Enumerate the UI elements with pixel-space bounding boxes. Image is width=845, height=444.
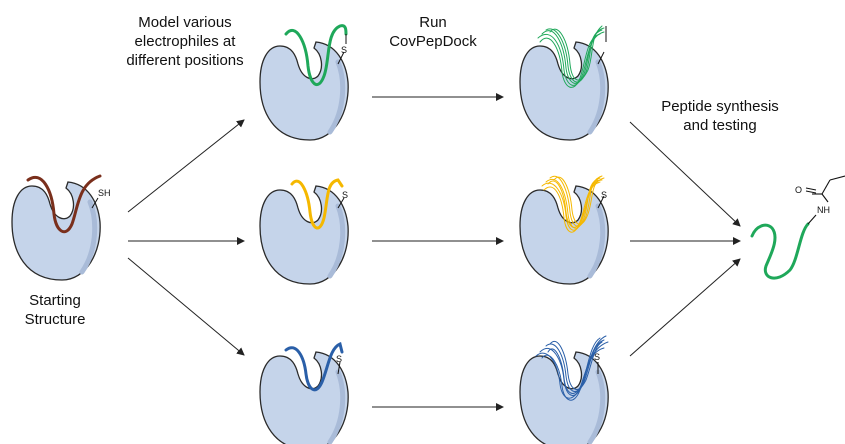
protein-starting: SH xyxy=(11,174,111,281)
thiol-label: SH xyxy=(98,188,111,198)
final-peptide: O NH xyxy=(750,175,845,280)
protein-shading xyxy=(327,369,346,444)
sulfur-label: S xyxy=(336,354,342,364)
green-peptide xyxy=(284,24,348,87)
sulfur-bond-protein xyxy=(337,51,345,65)
warhead-structure xyxy=(807,175,845,225)
sulfur-bond-protein xyxy=(337,361,341,375)
sulfur-label: S xyxy=(341,45,347,55)
blue-ensemble xyxy=(535,335,609,401)
blue-peptide xyxy=(284,341,344,392)
protein-shading xyxy=(587,369,606,444)
amide-label: NH xyxy=(817,205,830,215)
green-ensemble xyxy=(537,25,605,88)
protein-shading xyxy=(587,203,606,279)
protein-shading xyxy=(327,59,346,135)
arrow-start-to-top xyxy=(127,119,245,213)
arrow-dock-bottom-to-synthesis xyxy=(629,258,741,357)
arrows xyxy=(127,93,741,411)
protein-model-green: S xyxy=(259,24,349,141)
sulfur-bond-protein xyxy=(597,195,605,209)
starting-peptide xyxy=(26,174,102,234)
protein-shading xyxy=(587,59,606,135)
sulfur-label: S xyxy=(594,352,600,362)
protein-docked-green xyxy=(519,25,609,141)
protein-model-blue: S xyxy=(259,341,349,444)
yellow-ensemble xyxy=(541,175,605,233)
protein-docked-yellow: S xyxy=(519,175,609,285)
protein-shading xyxy=(327,203,346,279)
yellow-peptide xyxy=(290,178,344,230)
arrow-start-to-bottom xyxy=(127,257,245,356)
step-label-run-covpepdock: Run CovPepDock xyxy=(389,14,477,50)
sulfur-label: S xyxy=(601,190,607,200)
step-label-synthesis: Peptide synthesis and testing xyxy=(661,98,779,134)
sulfur-bond-protein xyxy=(337,197,345,209)
step-label-model-electrophiles: Model various electrophiles at different… xyxy=(126,14,244,69)
thiol-bond xyxy=(91,197,99,209)
final-peptide-chain xyxy=(750,222,810,280)
protein-docked-blue: S xyxy=(519,335,609,444)
protein-model-yellow: S xyxy=(259,178,349,285)
carbonyl-double-bond xyxy=(805,187,817,194)
arrow-dock-top-to-synthesis xyxy=(629,121,741,227)
oxygen-label: O xyxy=(795,185,802,195)
sulfur-bond-protein xyxy=(597,51,605,65)
sulfur-label: S xyxy=(342,190,348,200)
step-label-starting-structure: Starting Structure xyxy=(24,292,86,328)
